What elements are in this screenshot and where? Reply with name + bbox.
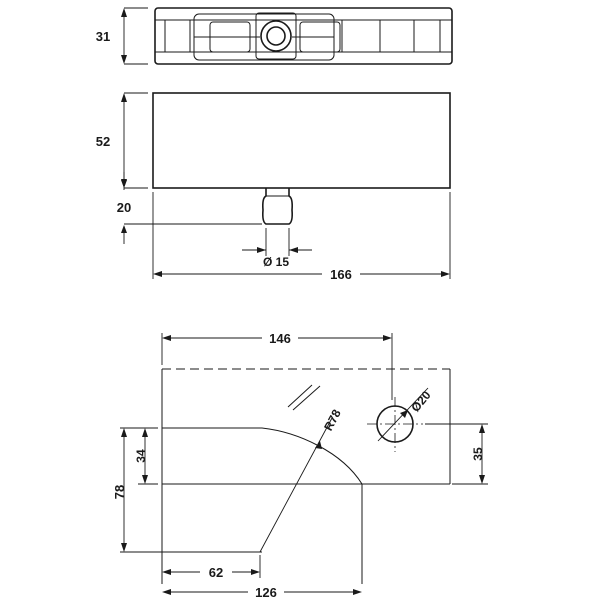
dim-hole-offset: 35 — [471, 447, 485, 461]
dim-overall-length: 166 — [330, 267, 352, 282]
dim-cutout-radius: R78 — [321, 407, 344, 433]
dim-cutout-length: 126 — [255, 585, 277, 600]
dim-stud-length: 20 — [117, 200, 131, 215]
dim-hole-diameter: Ø20 — [408, 388, 434, 415]
stud — [262, 188, 293, 225]
glass-cutout-view: Ø20 R78 146 34 78 35 — [112, 331, 488, 600]
top-bolt-inner — [266, 26, 286, 46]
dim-body-height: 52 — [96, 134, 110, 149]
dim-radius-center: 62 — [209, 565, 223, 580]
front-view: 52 20 Ø 15 166 — [96, 92, 451, 282]
dim-cutout-depth: 34 — [134, 449, 148, 463]
dim-glass-width: 146 — [269, 331, 291, 346]
cutout-arc — [162, 427, 363, 485]
dim-overall-height: 78 — [112, 485, 127, 499]
dim-stud-diameter: Ø 15 — [263, 255, 289, 269]
top-bolt-outer — [260, 20, 292, 52]
top-view: 31 — [96, 7, 453, 65]
dim-height-top: 31 — [96, 29, 110, 44]
